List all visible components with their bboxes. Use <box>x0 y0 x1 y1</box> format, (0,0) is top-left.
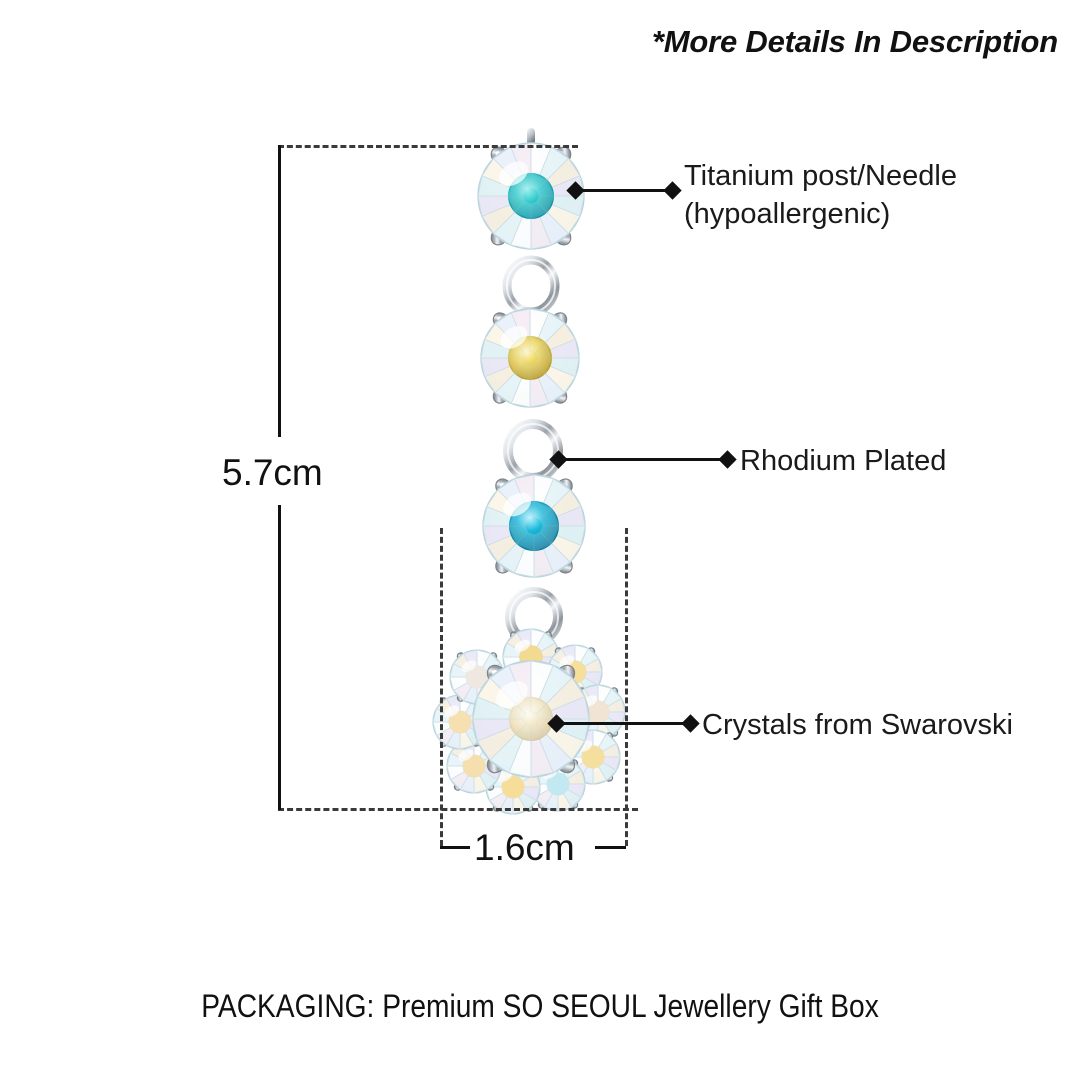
height-guide-line-upper <box>278 145 281 437</box>
flower-petal-9 <box>449 649 505 705</box>
flower-petal-4 <box>565 729 621 785</box>
jump-ring-1 <box>502 238 560 317</box>
flower-petal-1 <box>502 628 560 686</box>
height-guide-top-dash <box>278 145 578 148</box>
crystal-3 <box>482 474 586 578</box>
callout-3-leader-line <box>556 722 691 725</box>
width-guide-tick-right <box>595 846 626 849</box>
height-guide-line-lower <box>278 505 281 810</box>
callout-label-rhodium-plated: Rhodium Plated <box>740 445 947 477</box>
jump-ring-2 <box>503 402 563 484</box>
width-dimension-label: 1.6cm <box>474 827 575 868</box>
callout-2-leader-line <box>558 458 728 461</box>
crystal-1 <box>477 142 585 250</box>
flower-petal-3 <box>570 684 626 740</box>
jump-ring-3 <box>505 572 563 648</box>
height-dimension-label: 5.7cm <box>222 452 323 493</box>
flower-petal-2 <box>547 644 603 700</box>
titanium-post <box>527 128 535 154</box>
crystal-2 <box>480 308 580 408</box>
callout-1-marker-end <box>663 181 682 200</box>
width-guide-left-dash <box>440 528 443 846</box>
width-guide-right-dash <box>625 528 628 846</box>
callout-label-swarovski-crystals: Crystals from Swarovski <box>702 709 1013 741</box>
callout-2-marker-end <box>718 450 737 469</box>
callout-3-marker-end <box>681 714 700 733</box>
flower-center <box>472 660 590 778</box>
flower-petal-6 <box>485 759 541 815</box>
header-note: *More Details In Description <box>651 24 1058 59</box>
width-guide-tick-left <box>440 846 470 849</box>
packaging-text: PACKAGING: Premium SO SEOUL Jewellery Gi… <box>201 988 879 1024</box>
flower-petal-5 <box>530 756 586 812</box>
height-guide-bottom-dash <box>278 808 638 811</box>
callout-label-titanium-post: Titanium post/Needle (hypoallergenic) <box>684 160 957 231</box>
flower-petal-7 <box>446 738 502 794</box>
callout-1-leader-line <box>575 189 673 192</box>
